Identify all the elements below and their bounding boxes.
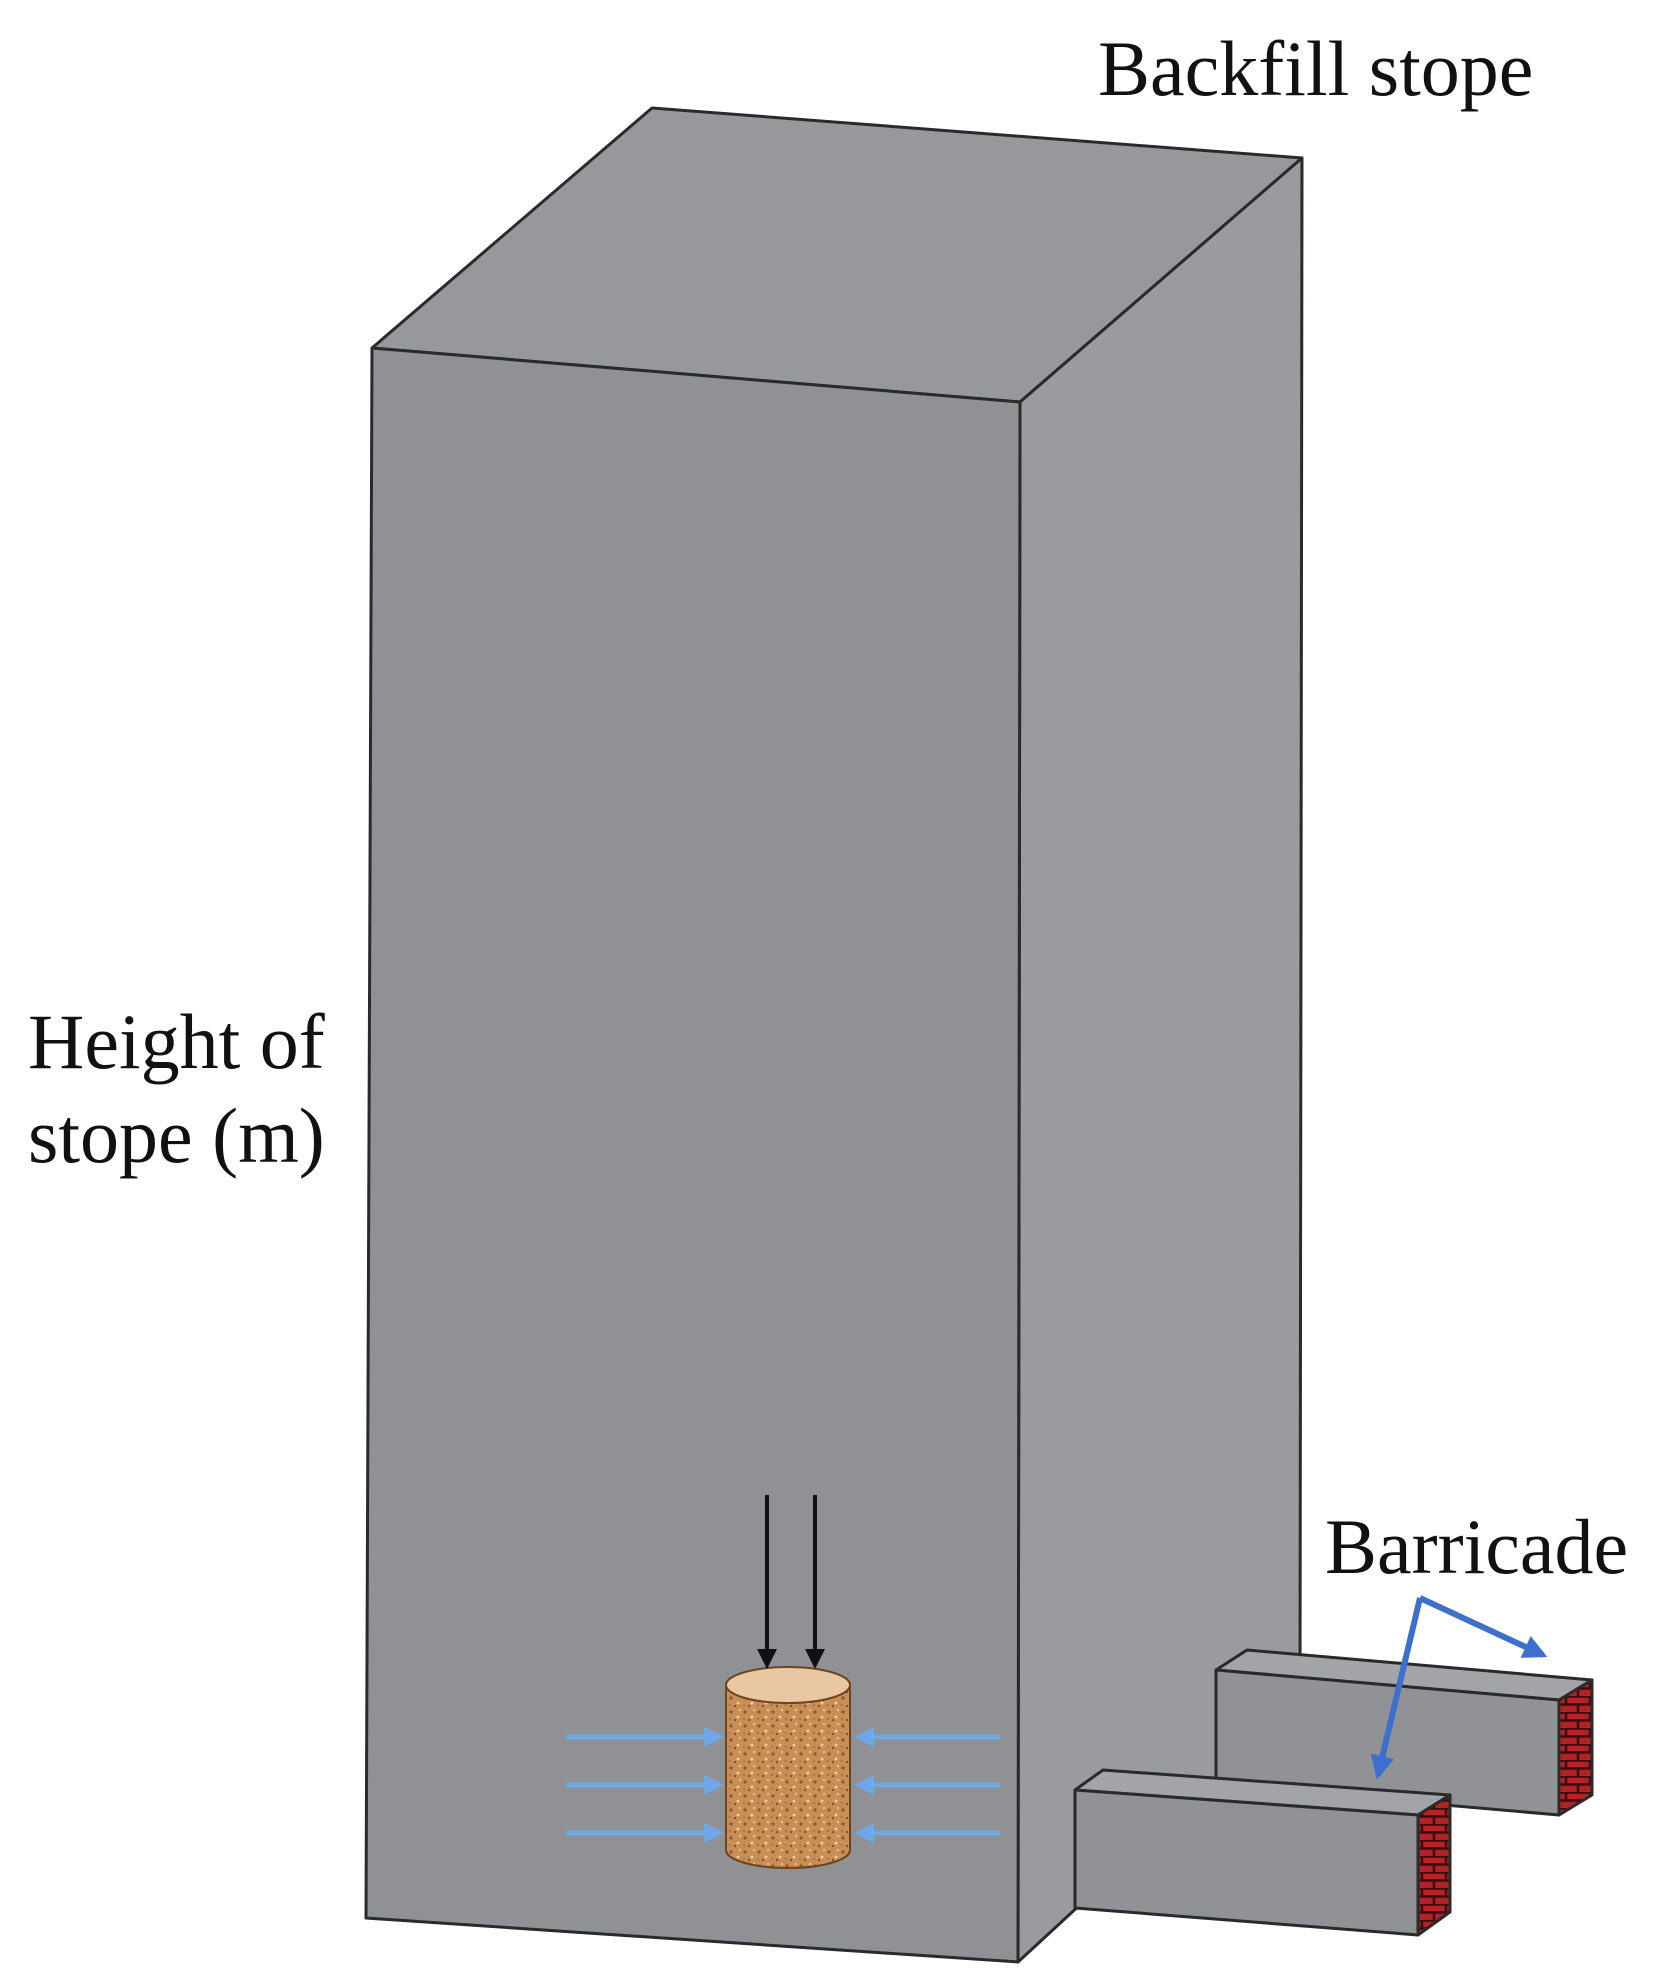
drift-front-front (1073, 1788, 1420, 1937)
barricade-front (1416, 1793, 1452, 1937)
barricade-pointer-front (1370, 1597, 1423, 1780)
backfill-sample-cylinder (725, 1666, 851, 1869)
barricade-label: Barricade (1325, 1503, 1629, 1590)
sample-body (725, 1684, 851, 1869)
barricade-pointer (1370, 1595, 1548, 1780)
vertical-load-arrows (757, 1495, 825, 1669)
drift-front (1073, 1768, 1452, 1937)
barricade-pointer-back (1418, 1595, 1548, 1658)
stope-block (364, 106, 1304, 1964)
sample-top (725, 1666, 851, 1704)
lateral-pressure-arrows (566, 1727, 1000, 1843)
height-axis-label: Height of stope (m) (28, 995, 325, 1182)
diagram-title: Backfill stope (1098, 25, 1534, 112)
height-label-line2: stope (m) (28, 1091, 325, 1179)
barricade-back (1557, 1678, 1594, 1817)
height-label-line1: Height of (28, 998, 325, 1085)
stope-front-face (364, 346, 1022, 1964)
